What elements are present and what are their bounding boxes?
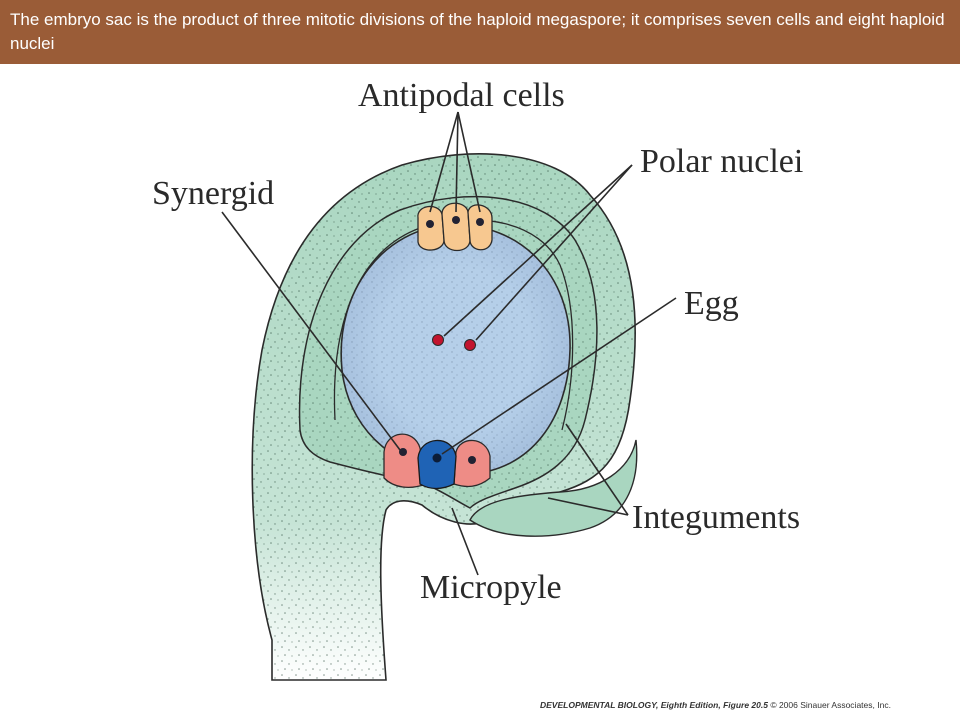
egg-cell	[417, 439, 457, 490]
label-micropyle: Micropyle	[420, 569, 562, 606]
polar-nuclei	[432, 334, 476, 351]
label-polar-nuclei: Polar nuclei	[640, 143, 803, 180]
label-integuments: Integuments	[632, 499, 800, 536]
leader-lines	[221, 111, 677, 576]
synergid-left	[383, 433, 427, 489]
integument-lip	[469, 439, 638, 537]
embryo-sac	[340, 224, 571, 476]
label-antipodal-cells: Antipodal cells	[358, 77, 565, 114]
slide-title: The embryo sac is the product of three m…	[10, 10, 945, 53]
label-synergid: Synergid	[152, 175, 274, 212]
label-egg: Egg	[684, 285, 739, 322]
figure-caption: DEVELOPMENTAL BIOLOGY, Eighth Edition, F…	[540, 700, 960, 710]
caption-book: DEVELOPMENTAL BIOLOGY, Eighth Edition, F…	[540, 700, 768, 710]
egg-apparatus	[383, 433, 491, 490]
header-bar: The embryo sac is the product of three m…	[0, 0, 960, 64]
caption-copyright: © 2006 Sinauer Associates, Inc.	[770, 700, 891, 710]
antipodal-cells	[417, 202, 493, 252]
